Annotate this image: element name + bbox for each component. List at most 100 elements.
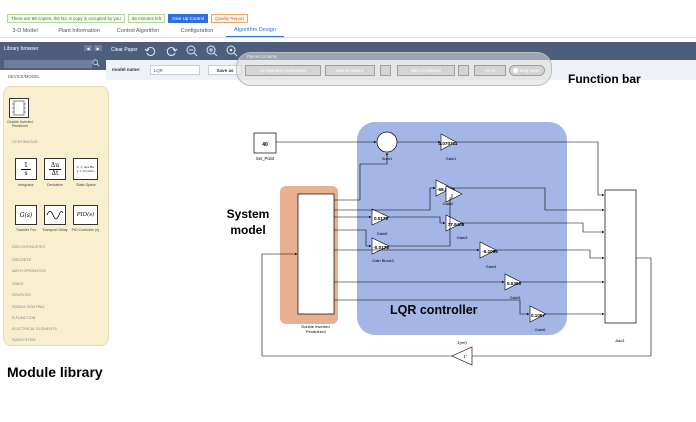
gain-2[interactable]: -68.8486 Gain2 — [435, 179, 456, 206]
set-point-label: Set_Point — [256, 156, 275, 161]
undo-icon[interactable] — [144, 45, 156, 57]
library-search — [0, 59, 106, 70]
gain-block-3-value: -0.0175 — [373, 245, 389, 250]
category-discontinuities[interactable]: DISCONTINUITIES — [12, 245, 46, 249]
tab-plant-information[interactable]: Plant Information — [58, 27, 100, 34]
function-bar: Parcel Contents configuration parameters… — [236, 52, 552, 86]
state-space-block[interactable]: x' = Ax+Bu y = Cx+Du — [73, 158, 98, 180]
copy-notice: There are 98 copies, the No. 6 copy is o… — [7, 14, 125, 23]
return-button[interactable]: return — [474, 65, 506, 76]
lqr-controller-annotation: LQR controller — [390, 303, 478, 317]
transfer-fcn-label: Transfer Fcn — [15, 228, 37, 232]
gain-6[interactable]: 0.1067 Gain6 — [529, 305, 547, 332]
category-continuous[interactable]: CONTINUOUS — [12, 140, 38, 144]
integrator-block[interactable]: 1 s — [15, 158, 37, 180]
module-library-panel: Double Inverted Pendulum CONTINUOUS 1 s … — [3, 86, 109, 346]
gain-4[interactable]: -5.1096 Gain4 — [479, 241, 498, 269]
start-simulation-button[interactable]: start simulation — [325, 65, 375, 76]
gain-6-label: Gain6 — [535, 327, 546, 332]
gain-4-value: -5.1096 — [482, 249, 498, 254]
model-name-input[interactable] — [150, 65, 200, 75]
pendulum-label: Double Inverted Pendulum — [7, 120, 33, 129]
expand-icon[interactable]: ▶ — [94, 45, 102, 51]
drag-paper-toggle[interactable]: drag paper — [509, 65, 545, 76]
category-electrical-elements[interactable]: ELECTRICAL ELEMENTS — [12, 327, 57, 331]
feedback-value: 1' — [463, 354, 466, 359]
zoom-out-icon[interactable] — [186, 45, 198, 57]
gain-2-label: Gain2 — [443, 201, 454, 206]
library-header: Library browser ◀ ▶ — [0, 42, 106, 60]
tab-algorithm-design[interactable]: Algorithm Design — [226, 24, 284, 37]
parcel-contents-text: Parcel Contents — [247, 54, 277, 59]
library-search-input[interactable] — [4, 60, 92, 68]
add-block[interactable] — [604, 189, 637, 324]
gain-2-value: -68.8486 — [437, 187, 456, 192]
wave-icon — [46, 210, 64, 220]
category-s-function[interactable]: S-FUNCTION — [12, 316, 36, 320]
zoom-fit-icon[interactable] — [226, 45, 238, 57]
gain-3-label: Gain3 — [457, 235, 468, 240]
pendulum-diagram-block[interactable] — [297, 193, 335, 315]
gain-1-value: 4.070711 — [439, 141, 458, 146]
sum-block[interactable] — [376, 131, 398, 153]
gain-5a-value: 0.0175 — [374, 216, 388, 221]
gain-5-a[interactable]: 0.0175 Gain5 — [371, 208, 390, 236]
category-signal-routing[interactable]: SIGNAL ROUTING — [12, 305, 45, 309]
transport-delay-label: Transport Delay — [42, 228, 68, 232]
gain-4-label: Gain4 — [486, 264, 497, 269]
category-subsystem[interactable]: SUBSYSTEM — [12, 338, 36, 342]
integrator-denominator: s — [24, 169, 28, 177]
add-label: Add1 — [615, 338, 625, 343]
search-icon[interactable] — [92, 59, 100, 67]
collapse-icon[interactable]: ◀ — [84, 45, 92, 51]
clear-paper-button[interactable]: Clear Paper — [111, 47, 138, 53]
category-sources[interactable]: SOURCES — [12, 293, 31, 297]
pendulum-diagram-label: Double Inverted Pendulum1 — [301, 324, 330, 334]
device-model-section[interactable]: DEVICE/MODEL — [8, 74, 40, 79]
pid-block[interactable]: PID(s) — [73, 205, 98, 225]
system-model-region — [280, 186, 338, 324]
blank-button-1[interactable] — [380, 65, 391, 76]
give-up-control-button[interactable]: Give Up Control — [168, 14, 209, 23]
gain-3[interactable] — [445, 185, 463, 203]
integrator-label: Integrator — [18, 183, 34, 187]
redo-icon[interactable] — [166, 45, 178, 57]
zoom-in-icon[interactable] — [206, 45, 218, 57]
tab-control-algorithm[interactable]: Control Algorithm — [116, 27, 160, 34]
gain-block-3[interactable]: -0.0175 Gain Block3 — [371, 237, 395, 263]
start-compilation-button[interactable]: start compilation — [397, 65, 455, 76]
blank-button-2[interactable] — [458, 65, 469, 76]
library-title: Library browser — [4, 46, 39, 52]
feedback-gain[interactable]: 1' 1(ref) — [451, 340, 473, 366]
set-point-value: 40 — [262, 142, 268, 148]
gain-5b-value: 0.0396 — [507, 281, 521, 286]
pid-label: PID Controller (s) — [71, 228, 100, 232]
gain-3-real[interactable]: 77.6408 Gain3 — [445, 214, 468, 240]
model-name-label: model name: — [112, 67, 141, 72]
module-library-annotation: Module library — [7, 364, 103, 380]
tab-3d-model[interactable]: 3-D Model — [12, 27, 38, 34]
connection-lines — [261, 140, 652, 357]
gain-5-b[interactable]: 0.0396 Gain5 — [504, 273, 522, 300]
drag-paper-label: drag paper — [520, 68, 541, 73]
time-left-notice: 55 minutes left — [127, 14, 166, 23]
notice-bar: There are 98 copies, the No. 6 copy is o… — [7, 14, 248, 23]
transport-delay-block[interactable] — [44, 205, 66, 225]
category-discrete[interactable]: DISCRETE — [12, 258, 32, 262]
tab-configuration[interactable]: Configuration — [180, 27, 214, 34]
category-math-operation[interactable]: MATH OPERATION — [12, 269, 46, 273]
quality-report-button[interactable]: Quality Report — [211, 14, 248, 23]
pendulum-block[interactable] — [9, 98, 29, 118]
gain-1[interactable]: 4.070711 Gain1 — [439, 133, 458, 161]
top-tabs: 3-D Model Plant Information Control Algo… — [0, 24, 696, 38]
transfer-fcn-block[interactable]: G(s) — [15, 205, 37, 225]
category-sinks[interactable]: SINKS — [12, 282, 24, 286]
gain-1-label: Gain1 — [446, 156, 457, 161]
derivative-numerator: Δu — [50, 161, 60, 169]
integrator-numerator: 1 — [24, 161, 28, 169]
state-space-label: State-Space — [76, 183, 96, 187]
set-point-block[interactable] — [253, 132, 277, 154]
pendulum-icon — [12, 100, 26, 116]
configuration-parameters-button[interactable]: configuration parameters — [245, 65, 321, 76]
derivative-block[interactable]: Δu Δt — [44, 158, 66, 180]
